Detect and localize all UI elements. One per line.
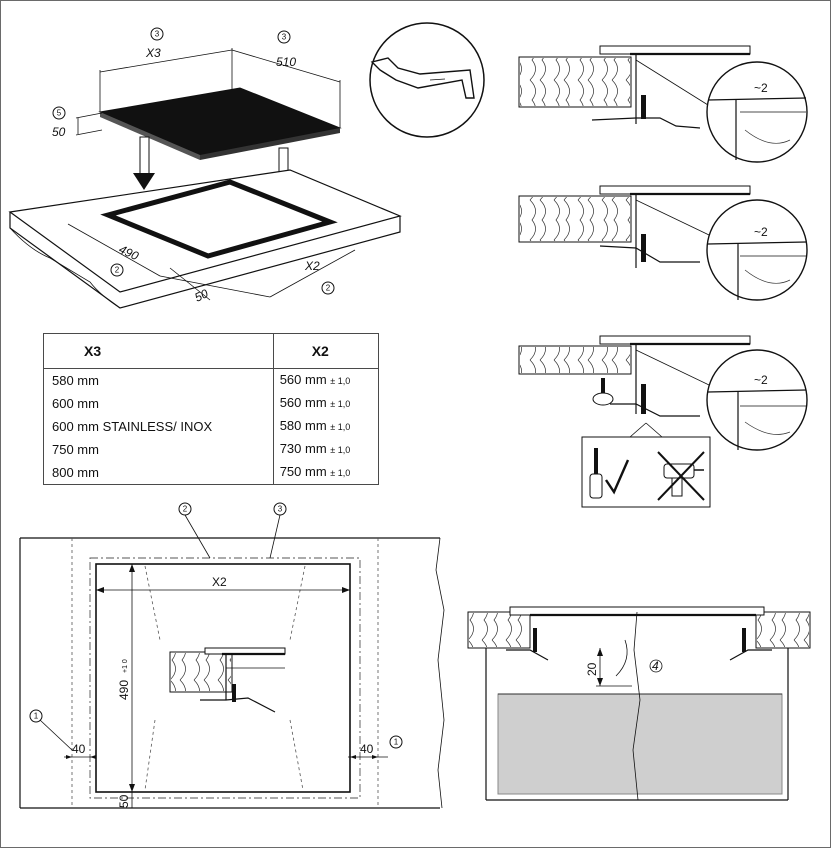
marker-4: 4 [652,659,659,673]
section-detail-2: ~2 [518,185,808,301]
approx-2-label: ~2 [754,225,768,239]
dim-40-left-label: 40 [72,742,86,756]
marker-5: 5 [57,109,62,118]
marker-1b: 1 [394,738,399,747]
dim-20-label: 20 [585,662,599,676]
cutout [100,179,338,259]
dim-50-label: 50 [52,125,66,139]
table-header-x3: X3 [43,333,274,369]
table-row: 600 mm STAINLESS/ INOX 580 mm ± 1,0 [44,415,379,438]
screwdriver-icon [589,448,603,499]
marker-3a: 3 [155,30,160,39]
dim-50b-label: 50 [192,286,210,304]
screw-icon [592,378,614,406]
hob-top [98,87,342,156]
table-row: 750 mm 730 mm ± 1,0 [44,438,379,461]
hob-front-edge [100,112,200,160]
section-detail-3: ~2 [518,335,808,508]
dim-490-tol-label: 490 [117,680,131,700]
table-cell-x3: 800 mm [52,465,99,480]
table-cell-x2: 560 mm ± 1,0 [272,392,379,415]
dimensions-table: X3 X2 580 mm 560 mm ± 1,0 600 mm 560 mm ± … [43,333,379,485]
hob-isometric-figure: X3 510 50 3 3 5 490 X2 50 2 2 [8,27,402,309]
table-row: 800 mm 750 mm ± 1,0 [44,461,379,485]
marker-2c: 2 [183,505,188,514]
table-cell-x3: 600 mm STAINLESS/ INOX [52,419,213,434]
hob-right-edge [200,128,340,160]
dim-510-label: 510 [276,55,296,69]
table-cell-x2: 750 mm ± 1,0 [272,461,379,485]
marker-1a: 1 [34,712,39,721]
table-row: 600 mm 560 mm ± 1,0 [44,392,379,415]
marker-3b: 3 [282,33,287,42]
approx-2-label: ~2 [754,81,768,95]
table-cell-x2: 560 mm ± 1,0 [272,368,379,392]
marker-2b: 2 [326,284,331,293]
dim-x3-label: X3 [145,46,161,60]
plan-x2-label: X2 [212,575,227,589]
cabinet-section: 20 4 [467,606,811,801]
clip-detail [369,22,485,138]
tol-sup-label: +1 0 [122,659,129,673]
table-cell-x2: 580 mm ± 1,0 [272,415,379,438]
down-arrow-icon [133,136,155,190]
table-header-x2: X2 [272,333,379,369]
table-row: 580 mm 560 mm ± 1,0 [44,368,379,392]
power-drill-crossed-icon [657,451,705,501]
marker-3c: 3 [278,505,283,514]
table-cell-x3: 600 mm [52,396,99,411]
cutout-plan: X2 490 +1 0 40 40 50 2 3 1 1 [19,502,445,809]
dim-50-bottom-label: 50 [117,794,131,808]
table-cell-x3: 750 mm [52,442,99,457]
table-cell-x3: 580 mm [52,373,99,388]
section-detail-1: ~2 [518,45,808,163]
checkmark-icon [605,459,630,495]
approx-2-label: ~2 [754,373,768,387]
dim-40-right-label: 40 [360,742,374,756]
table-cell-x2: 730 mm ± 1,0 [272,438,379,461]
marker-2a: 2 [115,266,120,275]
dim-x2-label: X2 [304,259,320,273]
